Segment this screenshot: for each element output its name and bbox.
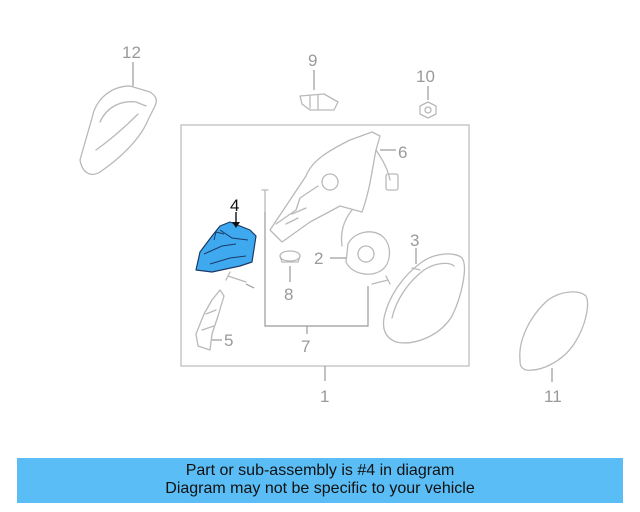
callout-12: 12: [122, 43, 141, 62]
part-8-grommet: [279, 250, 301, 282]
callout-9: 9: [308, 51, 317, 70]
part-6-mirror-base: [269, 131, 399, 247]
callout-2: 2: [314, 249, 323, 268]
part-5-bracket: [195, 289, 225, 351]
part-10-nut: [419, 86, 437, 119]
parts-diagram: 1 12 9 10 6 2: [79, 43, 589, 406]
callout-10: 10: [416, 67, 435, 86]
callout-3: 3: [410, 231, 419, 250]
info-banner: Part or sub-assembly is #4 in diagram Di…: [17, 458, 623, 503]
part-3-mirror-glass: [382, 248, 466, 344]
callout-6: 6: [398, 143, 407, 162]
part-7-screws: [225, 189, 391, 334]
part-4-housing: [195, 212, 257, 273]
callout-8: 8: [284, 285, 293, 304]
callout-7: 7: [301, 337, 310, 356]
callout-5: 5: [224, 331, 233, 350]
part-12-mirror-cover: [79, 62, 157, 175]
part-11-glass: [519, 291, 589, 382]
callout-11: 11: [544, 387, 562, 406]
banner-line-2: Diagram may not be specific to your vehi…: [165, 480, 475, 497]
part-9-clip: [299, 70, 339, 111]
callout-1: 1: [320, 387, 329, 406]
banner-line-1: Part or sub-assembly is #4 in diagram: [185, 462, 455, 479]
callout-4: 4: [230, 196, 239, 215]
part-2-motor: [330, 231, 391, 275]
